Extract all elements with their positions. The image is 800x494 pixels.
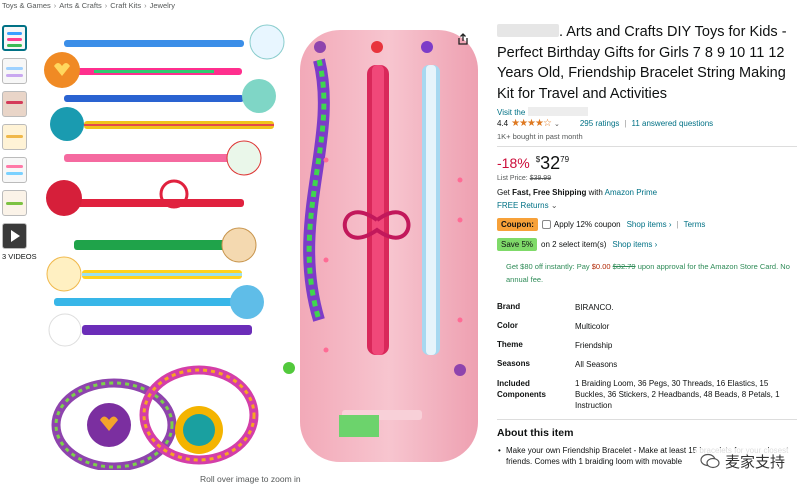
bracelet-2 [44,52,242,88]
thumbnail-2[interactable] [2,58,27,84]
free-returns-link[interactable]: FREE Returns ⌄ [497,201,558,210]
breadcrumb-item[interactable]: Craft Kits [110,1,142,10]
breadcrumb: Toys & Games›Arts & Crafts›Craft Kits›Je… [2,1,176,10]
breadcrumb-item[interactable]: Arts & Crafts [59,1,102,10]
price-symbol: $ [535,155,541,164]
list-price: List Price: $39.99 [497,175,552,182]
bracelet-7 [74,227,257,263]
bracelet-3 [64,79,276,113]
share-icon[interactable] [456,32,470,46]
store-card-offer[interactable]: Get $80 off instantly: Pay $0.00 $32.79 … [506,262,790,284]
save-badge: Save 5% [497,238,538,251]
price-fraction: 79 [560,155,570,164]
loom-pegs [283,157,466,376]
bracelet-4 [50,107,274,141]
about-bullet: Make your own Friendship Bracelet - Make… [497,445,797,467]
coupon-badge: Coupon: [497,218,538,231]
bracelet-6 [46,179,244,216]
answered-questions-link[interactable]: 11 answered questions [631,119,714,128]
star-rating-icon[interactable]: ★★★★☆ [511,118,552,129]
divider [497,146,797,147]
zoom-hint: Roll over image to zoom in [200,474,301,484]
thumbnail-3[interactable] [2,91,27,117]
loom-braid-center [342,41,411,355]
bought-past-month: 1K+ bought in past month [497,132,583,141]
rating-row: 4.4 ★★★★☆ ⌄ 295 ratings | 11 answered qu… [497,118,714,129]
videos-label[interactable]: 3 VIDEOS [2,252,37,261]
ratings-link[interactable]: 295 ratings [579,119,620,128]
product-image[interactable] [34,20,490,470]
bracelet-8 [46,256,242,292]
divider [497,419,797,420]
save-shop-items-link[interactable]: Shop items › [612,240,658,249]
brand-blur [497,24,559,37]
wechat-icon [700,453,720,469]
breadcrumb-item[interactable]: Toys & Games [2,1,51,10]
about-title: About this item [497,427,574,439]
chevron-down-icon[interactable]: ⌄ [553,120,560,128]
coupon-shop-items-link[interactable]: Shop items › [626,220,672,229]
amazon-prime-link[interactable]: Amazon Prime [604,188,658,197]
save-row: Save 5% on 2 select item(s) Shop items › [497,238,797,251]
breadcrumb-item[interactable]: Jewelry [149,1,176,10]
bracelet-5 [64,140,262,176]
thumbnail-5[interactable] [2,157,27,183]
loom-braid-right [421,41,440,355]
product-title-text: . Arts and Crafts DIY Toys for Kids - Pe… [497,24,787,102]
discount-percent: -18% [497,155,530,171]
bracelet-10 [48,313,252,347]
chevron-down-icon: ⌄ [550,201,558,210]
watermark-text: 麦家支持 [724,453,785,471]
bracelet-9 [54,285,264,319]
play-icon [11,230,20,242]
thumbnail-4[interactable] [2,124,27,150]
coupon-row: Coupon: Apply 12% coupon Shop items › | … [497,218,797,231]
rating-value: 4.4 [497,119,509,128]
product-details: . Arts and Crafts DIY Toys for Kids - Pe… [497,22,797,467]
loom-braid-left [303,41,330,322]
thumbnail-1[interactable] [2,25,27,51]
visit-store-link[interactable]: Visit the [497,107,797,117]
bracelet-1 [64,24,285,60]
coupon-checkbox[interactable] [541,220,551,229]
product-title: . Arts and Crafts DIY Toys for Kids - Pe… [497,22,797,104]
coupon-terms-link[interactable]: Terms [683,220,706,229]
thumbnail-6[interactable] [2,190,27,216]
watermark-badge: 麦家支持 [694,448,790,474]
bracelet-loops [51,365,259,470]
price-whole: 32 [540,153,561,173]
save-text: on 2 select item(s) [541,240,607,249]
shipping-info: Get Fast, Free Shipping with Amazon Prim… [497,188,658,197]
thumbnail-video[interactable] [2,223,27,249]
coupon-text[interactable]: Apply 12% coupon [553,220,621,229]
thumbnail-strip [2,25,30,256]
